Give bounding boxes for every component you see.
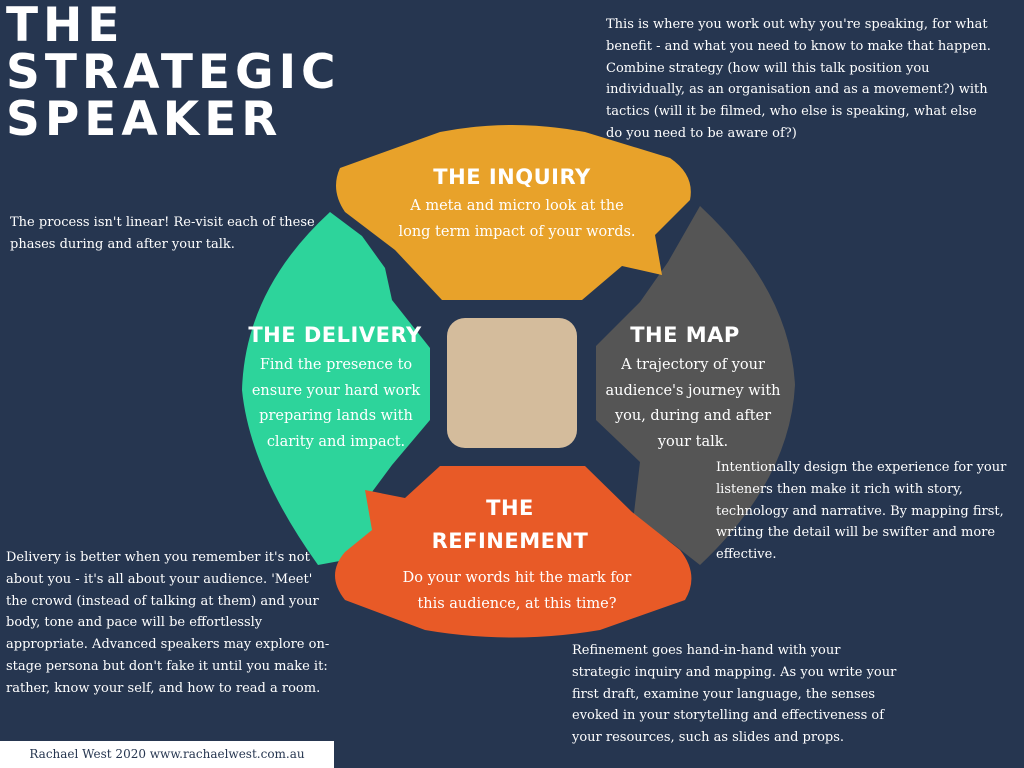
inquiry-description: A meta and micro look at the long term i… [398,198,636,240]
map-description: A trajectory of your audience's journey … [605,357,781,450]
refinement-description: Do your words hit the mark for this audi… [402,570,632,612]
delivery-note: Delivery is better when you remember it'… [6,550,330,696]
inquiry-note: This is where you work out why you're sp… [606,17,991,141]
refinement-shape [335,466,692,638]
delivery-title: THE DELIVERY [248,323,422,347]
title-line: SPEAKER [6,92,283,147]
title-line: THE [6,0,125,53]
inquiry-title: THE INQUIRY [433,165,591,189]
inquiry-shape [336,125,691,300]
center-square [447,318,577,448]
refinement-title: THE REFINEMENT [431,496,589,553]
page-title: THE STRATEGIC SPEAKER [6,2,341,143]
process-note: The process isn't linear! Re-visit each … [10,215,315,252]
map-note: Intentionally design the experience for … [716,460,1007,563]
delivery-description: Find the presence to ensure your hard wo… [251,357,421,450]
map-shape [596,206,795,565]
refinement-note: Refinement goes hand-in-hand with your s… [572,643,897,746]
map-title: THE MAP [630,323,740,347]
footer-credit: Rachael West 2020 www.rachaelwest.com.au [0,741,334,768]
title-line: STRATEGIC [6,45,341,100]
delivery-shape [242,212,430,565]
